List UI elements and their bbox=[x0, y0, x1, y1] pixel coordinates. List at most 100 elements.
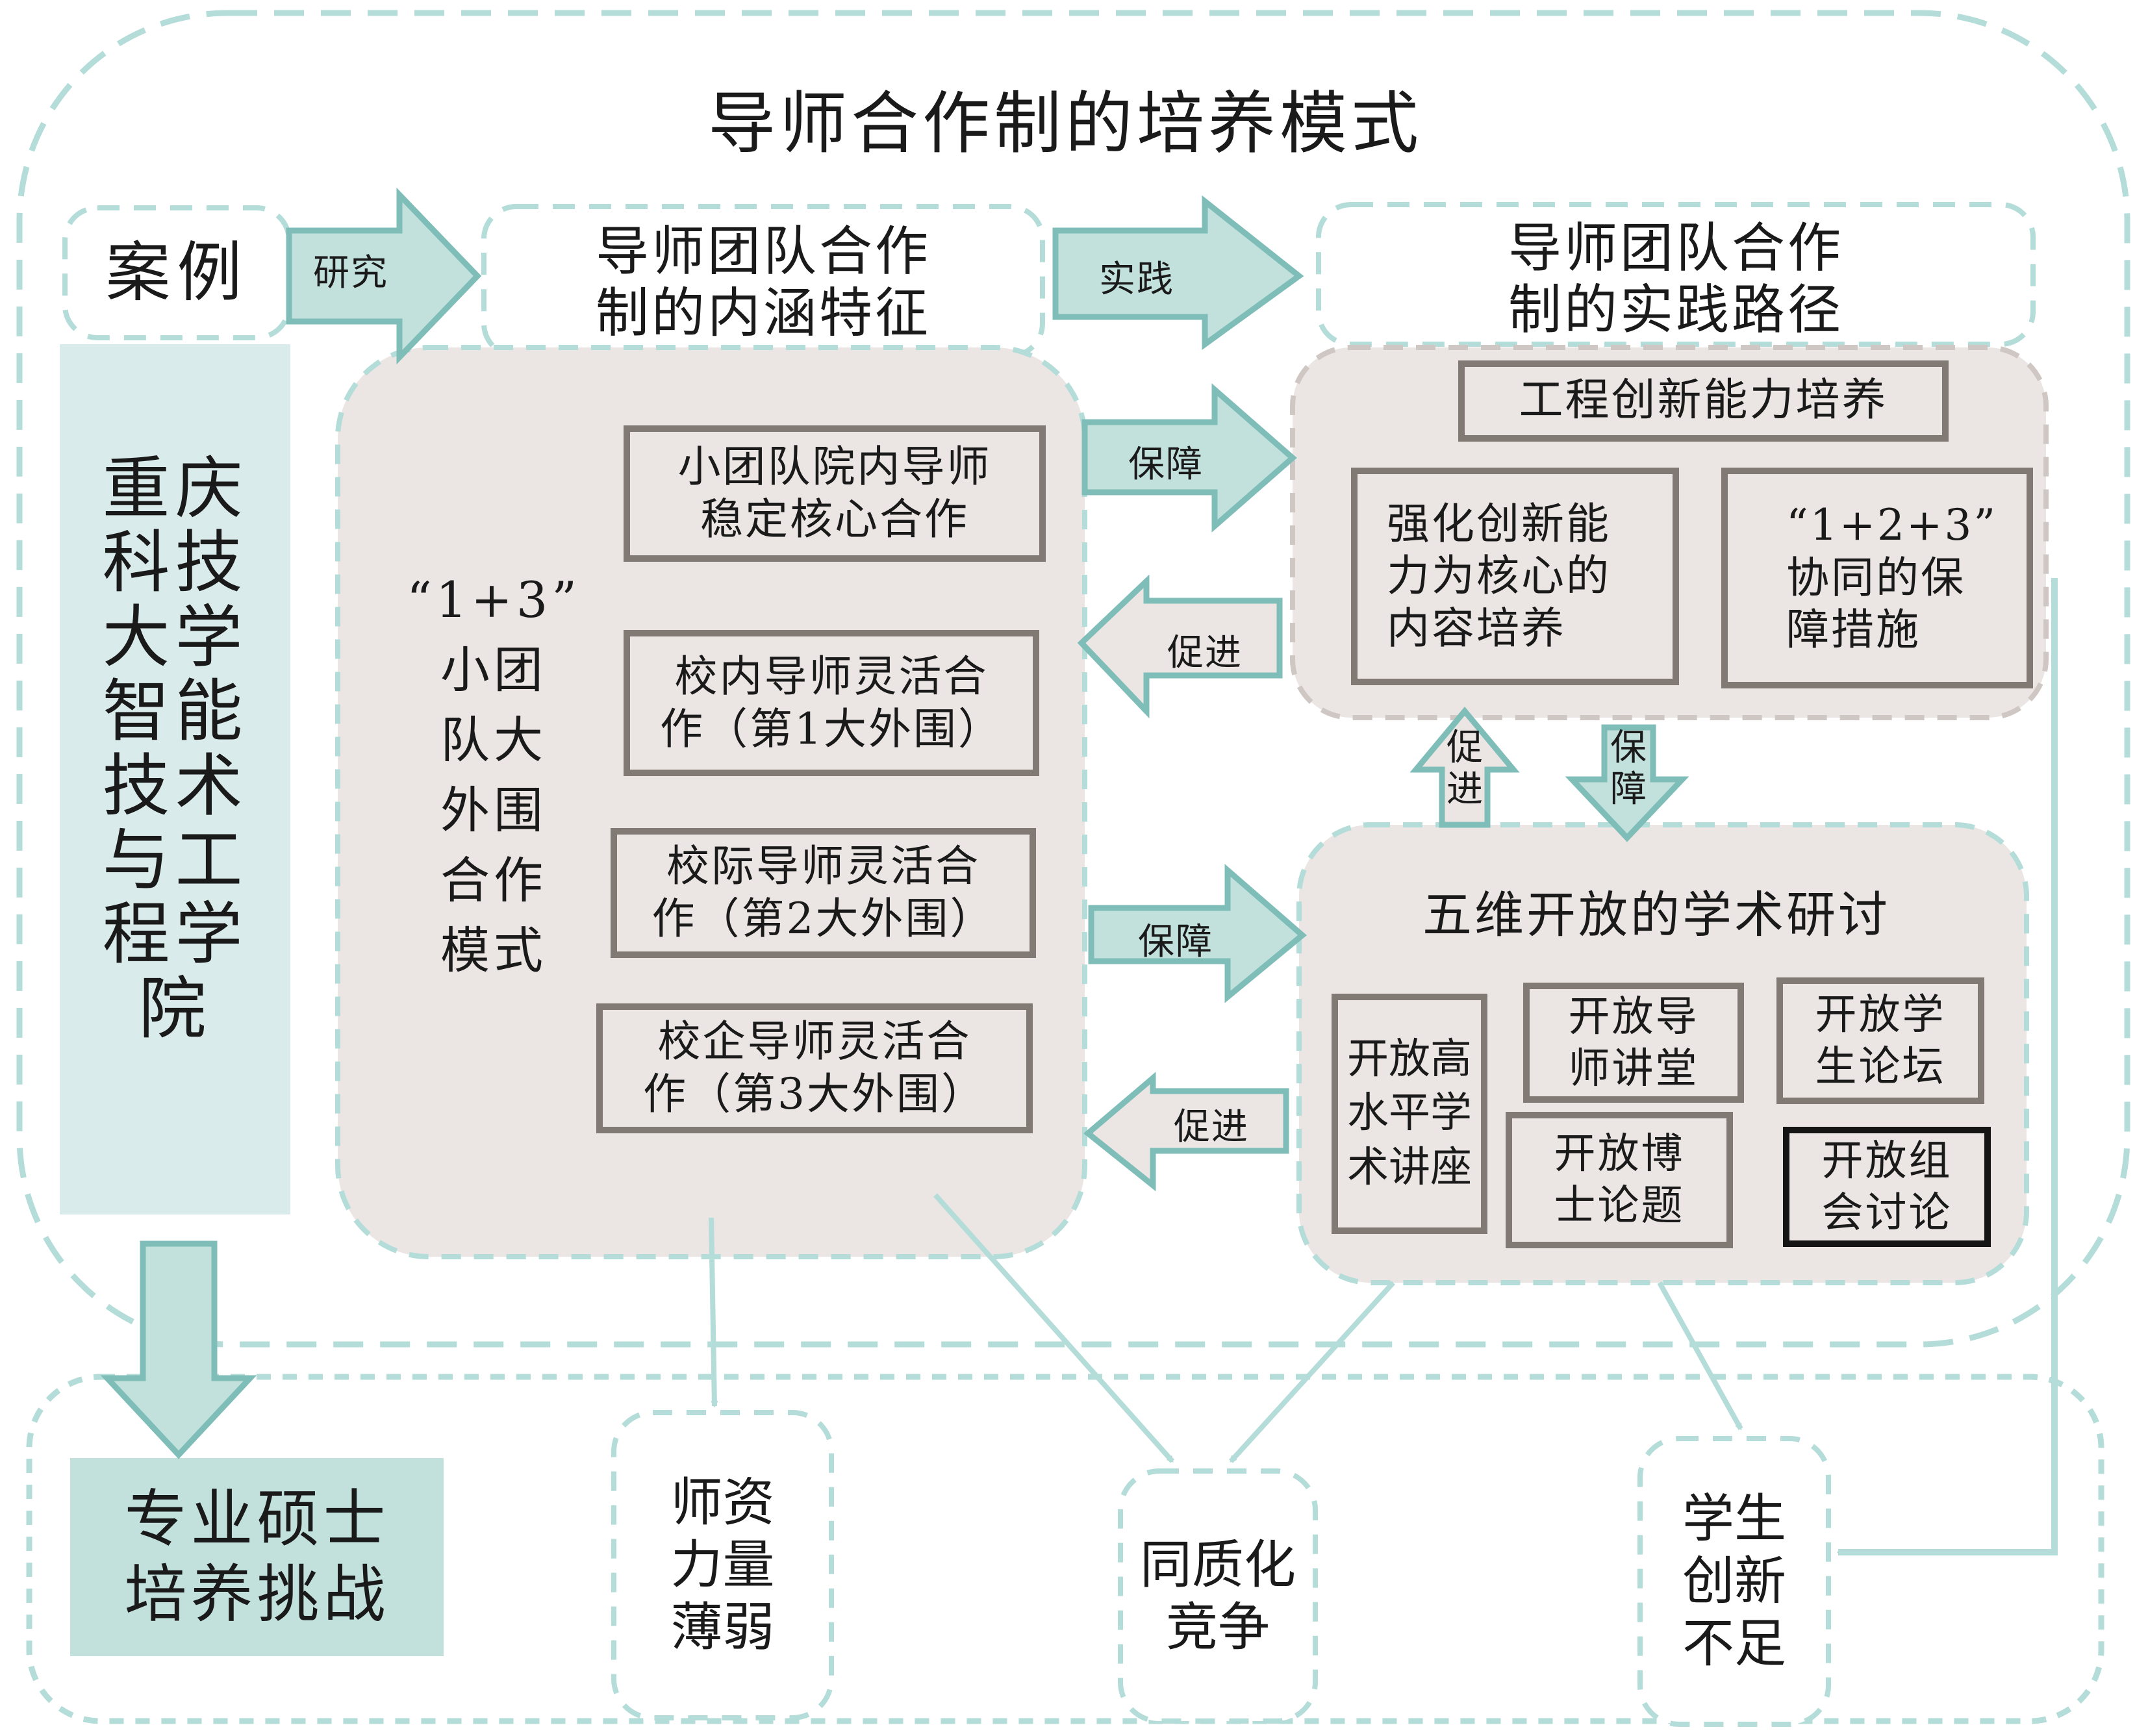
team-box-periphery-3: 校企导师灵活合 作（第3大外围） bbox=[596, 1003, 1033, 1133]
challenge-line: 力量 bbox=[670, 1535, 775, 1595]
team-box-line: 校企导师灵活合 bbox=[657, 1016, 972, 1067]
challenge-line: 师资 bbox=[670, 1472, 775, 1533]
team-model-label-line: 队大 bbox=[440, 711, 547, 769]
innovation-content-box: 强化创新能 力为核心的 内容培养 bbox=[1351, 468, 1679, 685]
challenge-main: 专业硕士 培养挑战 bbox=[70, 1458, 444, 1656]
team-box-line: 稳定核心合作 bbox=[700, 494, 969, 544]
seminar-item-group-meeting: 开放组 会讨论 bbox=[1783, 1127, 1991, 1247]
challenge-line: 不足 bbox=[1682, 1613, 1786, 1674]
school-line: 大学 bbox=[102, 597, 248, 677]
innovation-guarantee-box: “1+2+3” 协同的保 障措施 bbox=[1721, 468, 2033, 688]
challenge-innovation-gap: 学生 创新 不足 bbox=[1640, 1439, 1828, 1724]
team-box-line: 小团队院内导师 bbox=[677, 442, 992, 492]
seminar-item-line: 师讲堂 bbox=[1568, 1044, 1699, 1093]
promote-up-char: 进 bbox=[1447, 768, 1483, 811]
seminar-item-line: 会讨论 bbox=[1821, 1189, 1952, 1237]
seminar-item-line: 术讲座 bbox=[1347, 1143, 1472, 1192]
seminar-heading: 五维开放的学术研讨 bbox=[1422, 886, 1890, 944]
school-line: 重庆 bbox=[102, 449, 248, 528]
seminar-item-line: 开放导 bbox=[1568, 992, 1699, 1041]
connotation-heading: 导师团队合作 制的内涵特征 bbox=[484, 221, 1042, 344]
team-box-line: 校际导师灵活合 bbox=[666, 841, 980, 892]
school-down-arrow-shape bbox=[100, 1240, 257, 1459]
promote-up-arrow-label: 促 进 bbox=[1442, 727, 1487, 811]
promote-up-char: 促 bbox=[1447, 727, 1483, 769]
seminar-item-line: 开放博 bbox=[1554, 1130, 1685, 1178]
team-box-periphery-2: 校际导师灵活合 作（第2大外围） bbox=[611, 828, 1036, 958]
promote-up-arrow-shape bbox=[1409, 706, 1520, 828]
guarantee-down-arrow-shape bbox=[1565, 724, 1689, 842]
challenge-main-block bbox=[70, 1458, 444, 1656]
practice-arrow-label: 实践 bbox=[1099, 258, 1174, 301]
team-box-periphery-1: 校内导师灵活合 作（第1大外围） bbox=[624, 630, 1039, 776]
team-box-core: 小团队院内导师 稳定核心合作 bbox=[624, 425, 1046, 562]
seminar-item-line: 开放学 bbox=[1815, 990, 1946, 1039]
school-line: 院 bbox=[138, 968, 212, 1048]
team-box-line: 作（第2大外围） bbox=[651, 894, 995, 944]
challenge-main-line: 专业硕士 bbox=[124, 1483, 390, 1556]
guarantee-down-char: 障 bbox=[1610, 768, 1647, 811]
guarantee-mid-arrow-shape bbox=[1088, 864, 1307, 1003]
school-block bbox=[60, 344, 290, 1214]
challenge-line: 薄弱 bbox=[670, 1597, 775, 1657]
research-arrow-shape bbox=[286, 187, 482, 365]
connector-team-to-homogeneity bbox=[933, 1193, 1174, 1463]
seminar-item-mentor-forum: 开放导 师讲堂 bbox=[1523, 983, 1744, 1103]
practice-heading-frame bbox=[1316, 202, 2036, 347]
school-line: 科技 bbox=[102, 523, 248, 603]
connector-innovation-to-innovation-gap bbox=[1838, 578, 2058, 1555]
challenge-main-line: 培养挑战 bbox=[124, 1557, 390, 1631]
challenge-line: 同质化 bbox=[1140, 1534, 1296, 1595]
connotation-heading-line: 导师团队合作 bbox=[595, 221, 931, 283]
innovation-right-line: “1+2+3” bbox=[1786, 500, 1998, 551]
guarantee-mid-arrow-label: 保障 bbox=[1138, 921, 1213, 963]
seminar-item-line: 士论题 bbox=[1554, 1182, 1685, 1230]
challenge-homogeneity: 同质化 竞争 bbox=[1120, 1471, 1315, 1721]
team-model-label-line: “1+3” bbox=[406, 571, 581, 629]
school-line: 技术 bbox=[102, 746, 248, 825]
school-line: 智能 bbox=[102, 672, 248, 751]
challenge-frame-2 bbox=[1118, 1468, 1318, 1724]
practice-heading-line: 制的实践路径 bbox=[1508, 279, 1843, 342]
practice-heading-line: 导师团队合作 bbox=[1508, 218, 1843, 279]
challenge-line: 竞争 bbox=[1166, 1596, 1270, 1657]
team-model-label-line: 合作 bbox=[440, 851, 547, 909]
seminar-item-line: 生论坛 bbox=[1815, 1042, 1946, 1091]
connector-seminar-to-homogeneity bbox=[1229, 1281, 1395, 1463]
team-box-line: 作（第1大外围） bbox=[660, 703, 1003, 754]
seminar-item-student-forum: 开放学 生论坛 bbox=[1776, 977, 1984, 1104]
promote-bottom-arrow-shape bbox=[1083, 1072, 1289, 1192]
page-title: 导师合作制的培养模式 bbox=[707, 84, 1422, 163]
model-container bbox=[16, 10, 2130, 1348]
guarantee-down-char: 保 bbox=[1610, 727, 1647, 769]
school-line: 程学 bbox=[102, 894, 248, 974]
connector-seminar-to-innovation-gap bbox=[1657, 1281, 1743, 1429]
innovation-left-line: 强化创新能 bbox=[1387, 498, 1611, 549]
innovation-left-line: 内容培养 bbox=[1387, 603, 1566, 653]
challenges-container bbox=[26, 1374, 2104, 1724]
seminar-item-line: 开放高 bbox=[1347, 1035, 1472, 1084]
practice-heading: 导师团队合作 制的实践路径 bbox=[1319, 218, 2033, 341]
innovation-header: 工程创新能力培养 bbox=[1458, 360, 1949, 442]
promote-top-arrow-shape bbox=[1077, 574, 1283, 719]
research-arrow-label: 研究 bbox=[313, 252, 388, 294]
promote-bottom-arrow-label: 促进 bbox=[1174, 1106, 1249, 1148]
guarantee-top-arrow-label: 保障 bbox=[1128, 444, 1204, 486]
seminar-item-lecture: 开放高 水平学 术讲座 bbox=[1332, 994, 1487, 1234]
seminar-item-line: 开放组 bbox=[1821, 1137, 1952, 1185]
school-line: 与工 bbox=[102, 820, 248, 899]
team-model-label-line: 模式 bbox=[440, 921, 547, 979]
case-box-frame bbox=[62, 205, 292, 340]
innovation-left-line: 力为核心的 bbox=[1387, 551, 1611, 601]
practice-arrow-shape bbox=[1052, 195, 1304, 350]
guarantee-top-arrow-shape bbox=[1081, 383, 1297, 533]
innovation-right-line: 障措施 bbox=[1786, 605, 1921, 655]
school-name: 重庆 科技 大学 智能 技术 与工 程学 院 bbox=[60, 451, 290, 1046]
team-box-line: 校内导师灵活合 bbox=[674, 651, 989, 701]
team-model-label-line: 小团 bbox=[440, 640, 547, 699]
challenge-frame-1 bbox=[611, 1410, 834, 1720]
seminar-item-line: 水平学 bbox=[1347, 1089, 1472, 1138]
challenge-frame-3 bbox=[1637, 1436, 1831, 1727]
case-label: 案例 bbox=[105, 234, 249, 310]
innovation-right-line: 协同的保 bbox=[1786, 552, 1965, 603]
